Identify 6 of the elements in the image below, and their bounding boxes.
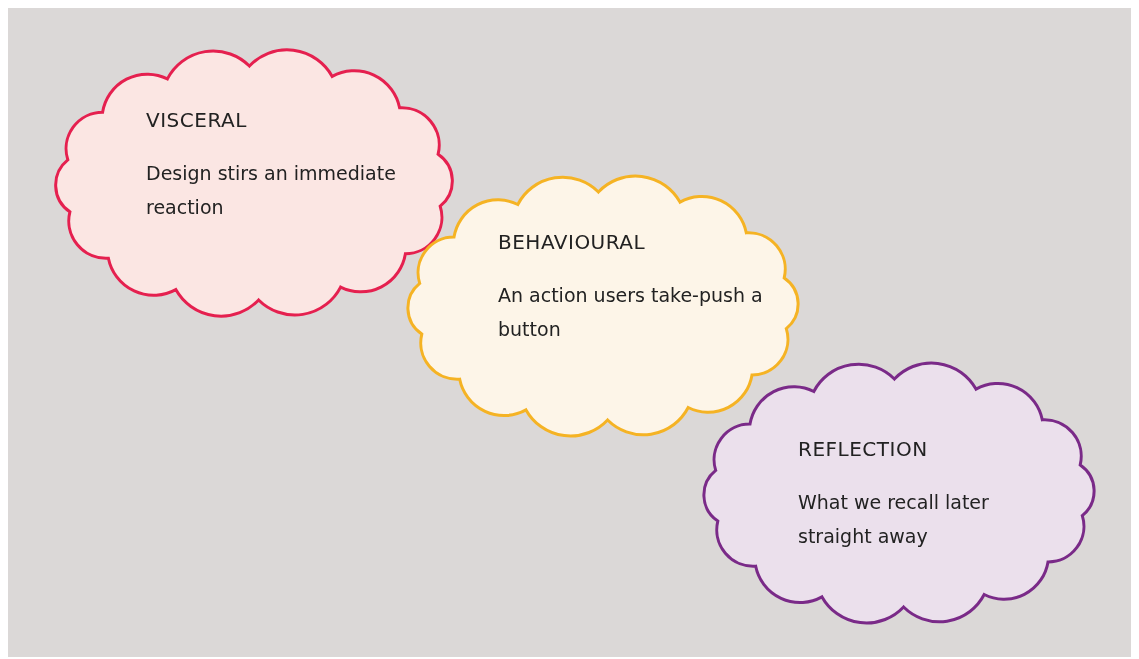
- cloud-heading: BEHAVIOURAL: [498, 230, 646, 254]
- cloud-text: Design stirs an immediate reaction: [146, 161, 397, 220]
- cloud-text: What we recall later straight away: [798, 490, 990, 549]
- cloud-heading: VISCERAL: [146, 108, 247, 132]
- cloud-text: An action users take-push a button: [498, 283, 764, 342]
- cloud-heading: REFLECTION: [798, 437, 928, 461]
